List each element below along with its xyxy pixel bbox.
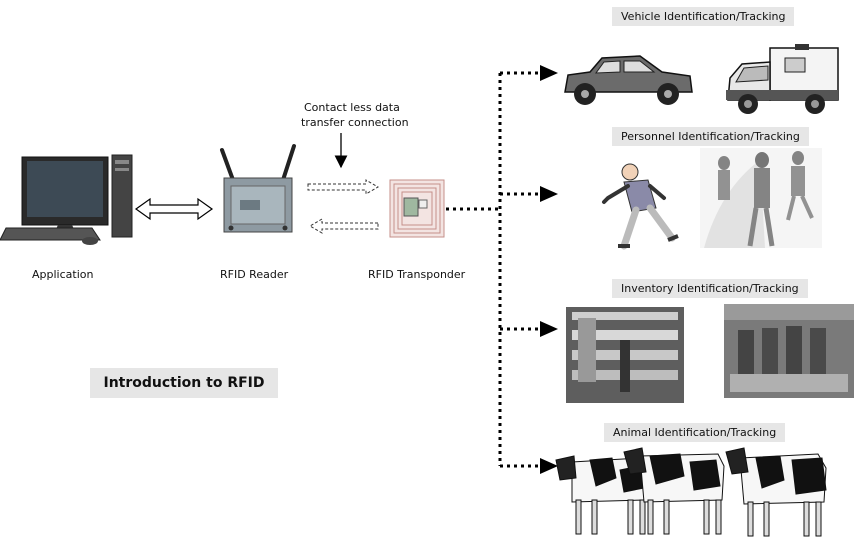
rfid-reader-label: RFID Reader: [220, 268, 289, 281]
computer-icon: [0, 154, 133, 245]
connector-tree: [446, 71, 540, 468]
ambulance-image: [726, 44, 839, 114]
category-vehicle: Vehicle Identification/Tracking: [612, 7, 795, 26]
arrowhead-inventory: [540, 321, 558, 337]
category-personnel: Personnel Identification/Tracking: [612, 127, 809, 146]
application-label: Application: [32, 268, 94, 281]
car-image: [564, 55, 693, 105]
contactless-label-line2: transfer connection: [301, 116, 409, 129]
arrowhead-vehicle: [540, 65, 558, 81]
contactless-arrow-right: [307, 179, 379, 195]
warehouse-image-1: [566, 307, 684, 403]
cow-3: [725, 447, 827, 537]
branch-arrowheads: [540, 65, 558, 474]
app-reader-double-arrow: [134, 197, 214, 221]
rfid-reader-icon: [220, 144, 296, 233]
rfid-transponder-icon: [389, 179, 445, 238]
running-man-image: [602, 163, 679, 250]
contactless-arrow-left: [309, 218, 379, 234]
warehouse-image-2: [724, 304, 854, 398]
cows-image: [555, 447, 827, 537]
page-title: Introduction to RFID: [90, 368, 278, 398]
category-animal: Animal Identification/Tracking: [604, 423, 786, 442]
rfid-transponder-label: RFID Transponder: [368, 268, 466, 281]
contactless-label-line1: Contact less data: [304, 101, 400, 114]
arrowhead-animal: [540, 458, 558, 474]
arrowhead-personnel: [540, 186, 558, 202]
cow-2: [623, 447, 725, 535]
category-inventory: Inventory Identification/Tracking: [612, 279, 808, 298]
walking-people-image: [700, 148, 822, 248]
